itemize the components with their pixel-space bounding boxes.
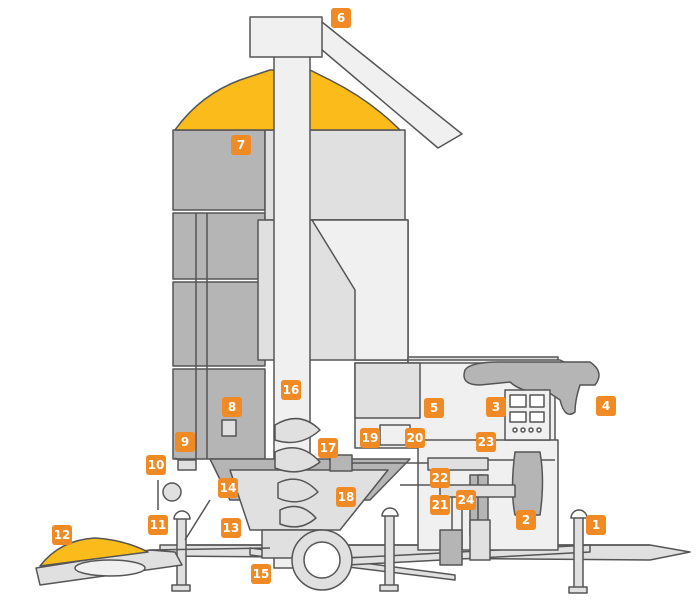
callout-4: 4 <box>596 396 616 416</box>
callout-16: 16 <box>281 380 301 400</box>
elevator-head <box>249 16 323 58</box>
callout-17: 17 <box>318 438 338 458</box>
callout-9: 9 <box>175 432 195 452</box>
callout-12: 12 <box>52 525 72 545</box>
callout-22: 22 <box>430 468 450 488</box>
support-leg-middle <box>379 507 399 592</box>
callout-6: 6 <box>331 8 351 28</box>
callout-18: 18 <box>336 487 356 507</box>
callout-23: 23 <box>476 432 496 452</box>
loading-hopper <box>35 499 271 586</box>
wheel <box>291 529 353 591</box>
callout-19: 19 <box>360 428 380 448</box>
callout-7: 7 <box>231 135 251 155</box>
callout-3: 3 <box>486 397 506 417</box>
blower-fan <box>463 361 600 516</box>
callout-10: 10 <box>146 455 166 475</box>
support-leg-left <box>171 510 191 592</box>
callout-1: 1 <box>586 515 606 535</box>
callout-2: 2 <box>516 510 536 530</box>
control-panel <box>504 389 551 441</box>
support-leg-right <box>568 509 588 594</box>
callout-8: 8 <box>222 397 242 417</box>
side-lever <box>157 457 197 510</box>
callout-21: 21 <box>430 495 450 515</box>
vertical-auger <box>274 417 321 528</box>
callout-20: 20 <box>405 428 425 448</box>
callout-11: 11 <box>148 515 168 535</box>
callout-14: 14 <box>218 478 238 498</box>
callout-13: 13 <box>221 518 241 538</box>
callout-5: 5 <box>424 398 444 418</box>
callout-24: 24 <box>456 490 476 510</box>
callout-15: 15 <box>251 564 271 584</box>
